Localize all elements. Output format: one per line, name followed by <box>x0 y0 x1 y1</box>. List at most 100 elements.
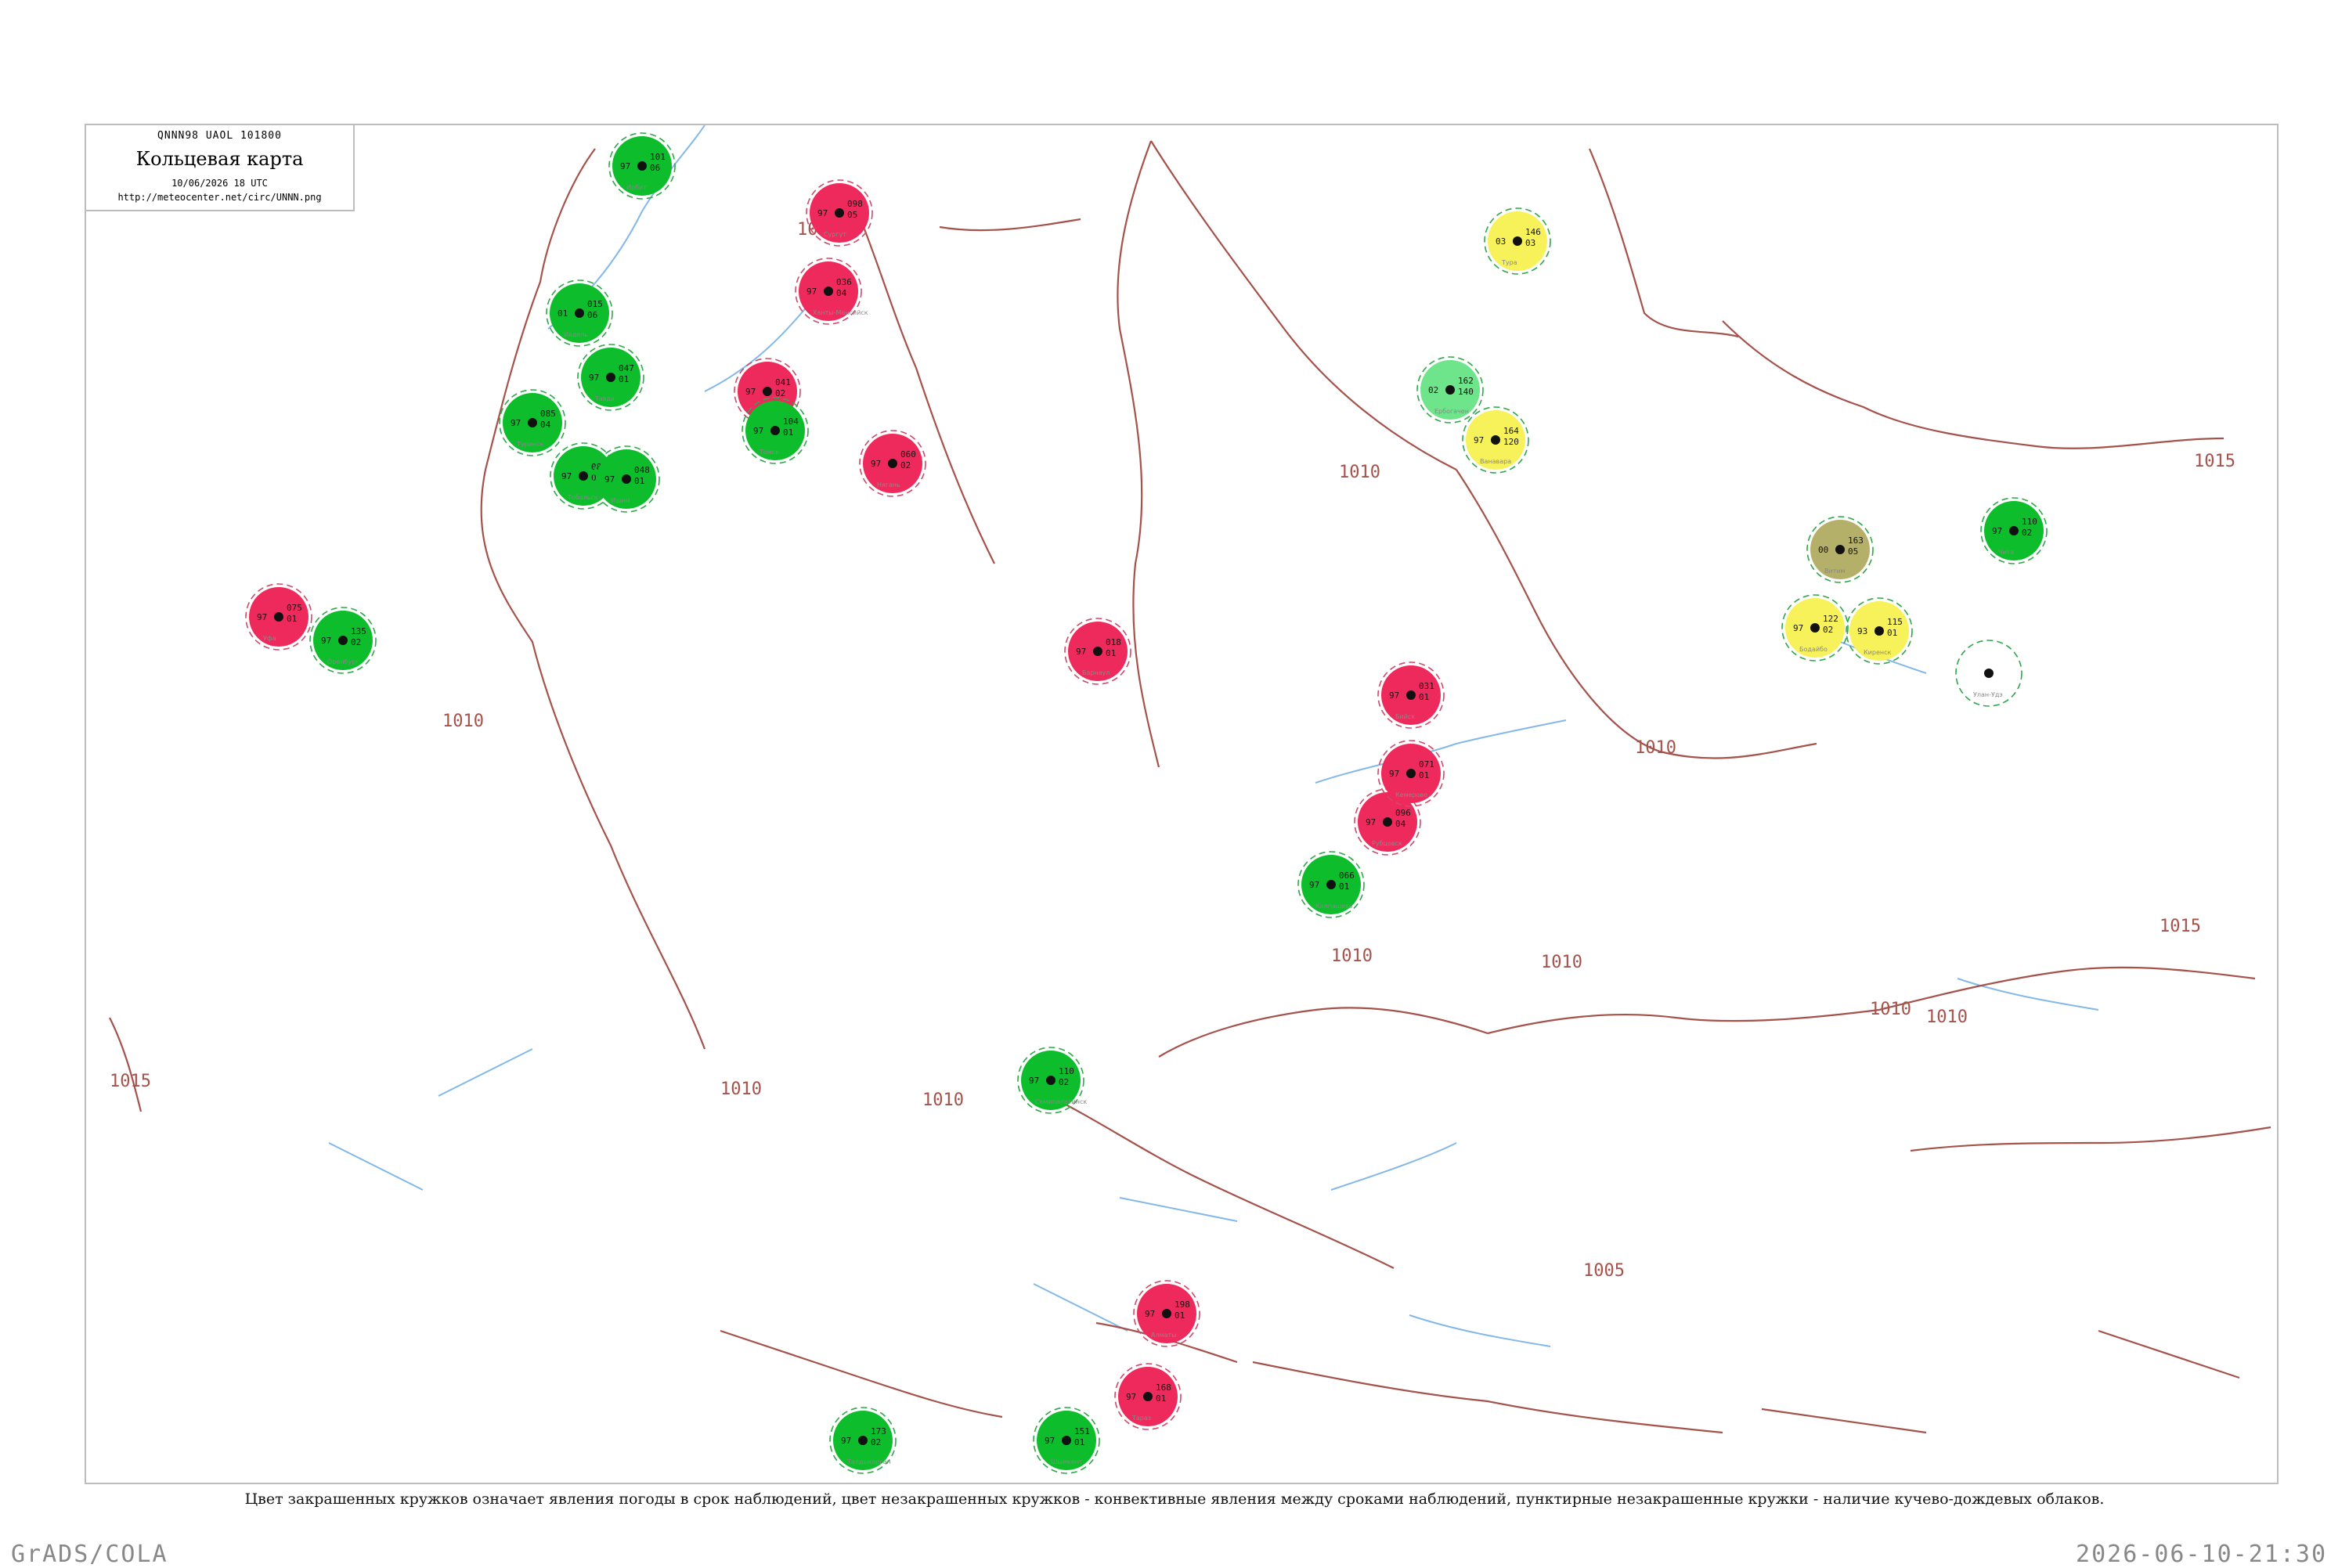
station-name: Тараз <box>1131 1415 1151 1422</box>
river-line <box>1957 978 2099 1011</box>
cumulonimbus-ring <box>1781 594 1849 661</box>
station-name: Ханты-Мансийск <box>813 309 868 316</box>
station-weather-code: 97 <box>841 1436 851 1446</box>
station-tendency: 06 <box>587 310 597 320</box>
cloud-cover-icon <box>637 161 647 171</box>
station-tendency: 140 <box>1458 387 1474 397</box>
cumulonimbus-ring <box>742 397 809 464</box>
isobar-line <box>109 1017 143 1112</box>
cumulonimbus-ring <box>309 607 377 674</box>
station-pressure: 018 <box>1106 637 1121 647</box>
isobar-line <box>1117 140 1160 768</box>
station-tendency: 01 <box>287 614 297 624</box>
station-tendency: 120 <box>1503 437 1519 447</box>
station-weather-code: 97 <box>817 208 828 218</box>
cloud-cover-icon <box>1406 769 1416 778</box>
station-weather-code: 97 <box>1992 526 2002 536</box>
cumulonimbus-ring <box>1017 1047 1084 1114</box>
cloud-cover-icon <box>1143 1392 1153 1401</box>
cloud-cover-icon <box>606 373 615 382</box>
station-weather-code: 97 <box>806 287 817 297</box>
isobar-pressure-label: 1010 <box>1339 463 1380 482</box>
isobar-pressure-label: 1010 <box>720 1080 762 1099</box>
isobar-line <box>1761 1408 1927 1434</box>
cloud-cover-icon <box>770 426 780 435</box>
cloud-cover-icon <box>858 1436 868 1445</box>
station-tendency: 03 <box>1525 238 1535 248</box>
map-url[interactable]: http://meteocenter.net/circ/UNNN.png <box>117 192 322 203</box>
station-name: Уфа <box>263 635 276 642</box>
station-weather-code: 97 <box>871 459 881 469</box>
station-pressure: 098 <box>847 199 863 209</box>
station-name: Томск <box>759 449 779 456</box>
station-pressure: 031 <box>1419 681 1434 691</box>
station-weather-code: 97 <box>1793 623 1803 633</box>
cumulonimbus-ring <box>1846 597 1913 665</box>
station-pressure: 146 <box>1525 227 1541 237</box>
cloud-cover-icon <box>575 308 584 318</box>
station-weather-code: 97 <box>321 636 331 646</box>
station-name: Тавда <box>594 395 615 402</box>
station-pressure: 110 <box>1059 1066 1074 1076</box>
station-weather-code: 97 <box>1389 769 1399 779</box>
cloud-cover-icon <box>2009 526 2019 535</box>
station-tendency: 05 <box>1848 546 1858 557</box>
cloud-cover-icon <box>1406 690 1416 700</box>
station-name: Барнаул <box>1082 669 1110 676</box>
station-weather-code: 00 <box>1818 545 1828 555</box>
station-name: Тобольск <box>567 494 598 501</box>
station-weather-code: 97 <box>511 418 521 428</box>
cumulonimbus-ring <box>806 179 873 247</box>
cumulonimbus-ring <box>829 1407 897 1474</box>
cloud-cover-icon <box>888 459 897 468</box>
station-name: Нягань <box>877 481 900 488</box>
station-name: Ивдель <box>564 331 588 338</box>
isobar-pressure-label: 1010 <box>442 712 484 731</box>
cumulonimbus-ring <box>795 258 862 325</box>
isobar-line <box>720 1329 1003 1418</box>
station-pressure: 164 <box>1503 426 1519 436</box>
station-pressure: 162 <box>1458 376 1474 386</box>
isobar-line <box>856 211 995 564</box>
station-tendency: 04 <box>1395 819 1406 829</box>
river-line <box>1315 719 1567 784</box>
station-name: Ванавара <box>1480 458 1511 465</box>
cumulonimbus-ring <box>546 279 613 347</box>
station-weather-code: 97 <box>1045 1436 1055 1446</box>
isobar-line <box>1910 1126 2271 1152</box>
station-pressure: 122 <box>1823 614 1838 624</box>
cloud-cover-icon <box>528 418 537 427</box>
map-header-box: QNNN98 UAOL 101800 Кольцевая карта 10/06… <box>85 124 355 211</box>
station-tendency: 01 <box>619 374 629 384</box>
station-tendency: 01 <box>783 427 793 438</box>
station-tendency: 02 <box>900 460 911 470</box>
cloud-cover-icon <box>1326 880 1336 889</box>
station-tendency: 02 <box>871 1437 881 1447</box>
station-tendency: 05 <box>847 210 857 220</box>
cloud-cover-icon <box>763 387 772 396</box>
isobar-line <box>1252 1361 1723 1434</box>
isobar-line <box>939 218 1081 232</box>
station-name: Улан-Удэ <box>1973 691 2003 698</box>
station-name: Бодайбо <box>1799 646 1828 653</box>
station-pressure: 066 <box>1339 871 1355 881</box>
cloud-cover-icon <box>1513 236 1522 246</box>
station-weather-code: 97 <box>1145 1309 1155 1319</box>
cumulonimbus-ring <box>1297 851 1365 918</box>
station-tendency: 04 <box>836 288 847 298</box>
cloud-cover-icon <box>1491 435 1500 445</box>
cumulonimbus-ring <box>1416 356 1484 424</box>
station-weather-code: 97 <box>604 474 615 485</box>
isobar-line <box>1150 140 1457 470</box>
isobar-pressure-label: 1010 <box>1331 946 1373 966</box>
map-title: Кольцевая карта <box>135 148 304 170</box>
station-name: Бийск <box>1395 713 1415 720</box>
station-weather-code: 02 <box>1428 385 1438 395</box>
